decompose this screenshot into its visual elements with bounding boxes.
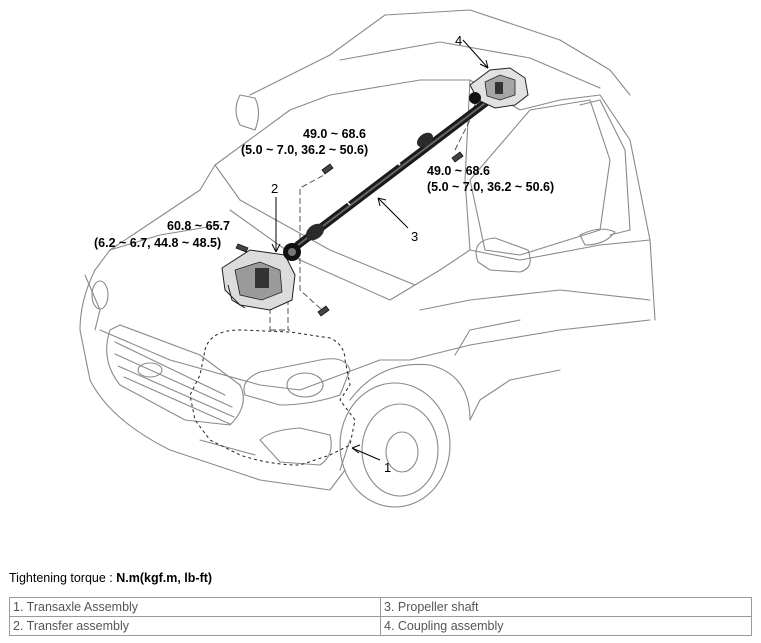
coupling-assembly-icon: [469, 67, 529, 109]
propeller-shaft-icon: [294, 84, 509, 249]
torque-front-value: 60.8 ~ 65.7: [167, 219, 230, 233]
vehicle-outline-icon: [79, 9, 656, 508]
callout-1: 1: [384, 460, 391, 475]
transfer-assembly-icon: [221, 243, 301, 311]
propeller-shaft-diagram: 60.8 ~ 65.7 (6.2 ~ 6.7, 44.8 ~ 48.5) 49.…: [79, 9, 656, 508]
table-row: 1. Transaxle Assembly 3. Propeller shaft: [9, 597, 752, 617]
tightening-torque-note: Tightening torque : N.m(kgf.m, lb-ft): [9, 571, 212, 585]
torque-mid-alt: (5.0 ~ 7.0, 36.2 ~ 50.6): [241, 143, 368, 157]
callout-3: 3: [411, 229, 418, 244]
torque-rear-value: 49.0 ~ 68.6: [427, 164, 490, 178]
note-prefix: Tightening torque :: [9, 571, 117, 585]
legend-item-2: 2. Transfer assembly: [9, 616, 381, 636]
torque-front-alt: (6.2 ~ 6.7, 44.8 ~ 48.5): [94, 236, 221, 250]
legend-item-3: 3. Propeller shaft: [380, 597, 752, 617]
torque-mid-value: 49.0 ~ 68.6: [303, 127, 366, 141]
leader-lines: [271, 39, 489, 461]
table-row: 2. Transfer assembly 4. Coupling assembl…: [9, 616, 752, 636]
bolt-icon: [235, 151, 464, 317]
legend-item-4: 4. Coupling assembly: [380, 616, 752, 636]
parts-legend-table: 1. Transaxle Assembly 3. Propeller shaft…: [9, 597, 752, 636]
transaxle-outline: [189, 329, 356, 466]
callout-2: 2: [271, 181, 278, 196]
legend-item-1: 1. Transaxle Assembly: [9, 597, 381, 617]
torque-rear-alt: (5.0 ~ 7.0, 36.2 ~ 50.6): [427, 180, 554, 194]
callout-4: 4: [455, 33, 462, 48]
note-units: N.m(kgf.m, lb-ft): [116, 571, 213, 585]
